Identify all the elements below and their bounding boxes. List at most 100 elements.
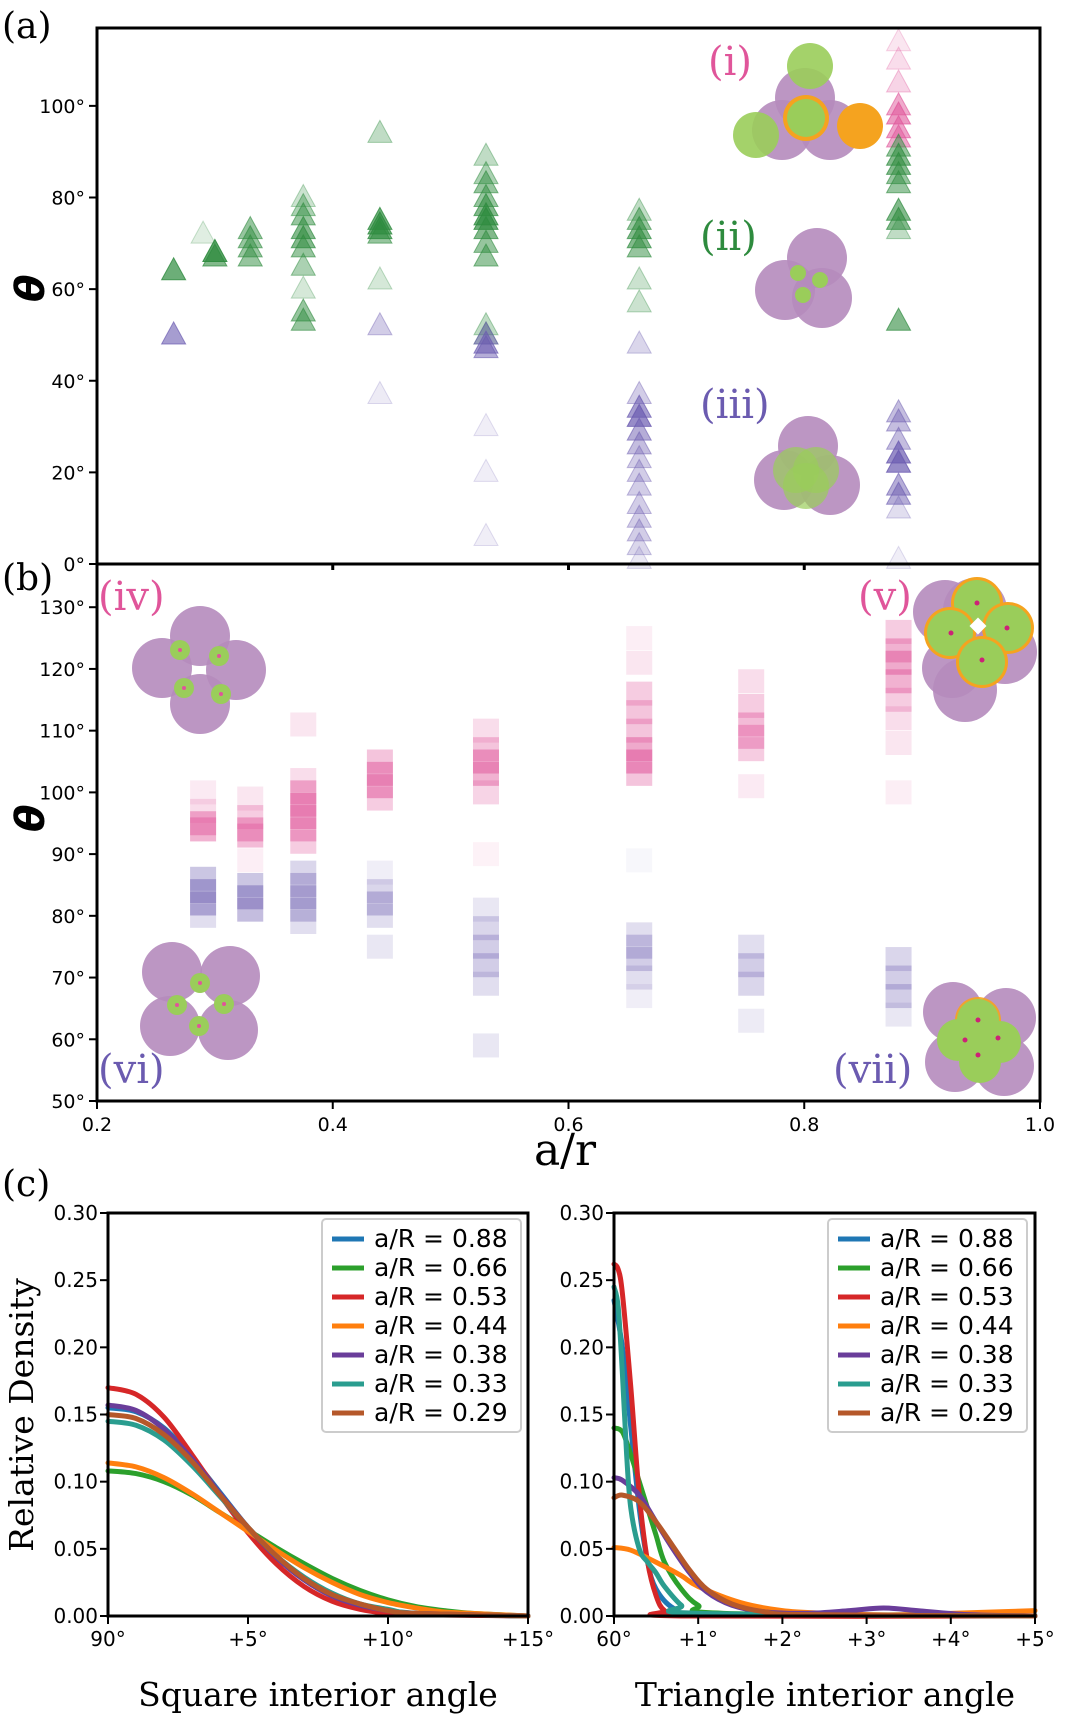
b-pink-marker-25 [472, 842, 499, 867]
panel-c-right-legend: a/R = 0.88a/R = 0.66a/R = 0.53a/R = 0.44… [827, 1218, 1028, 1433]
b-pink-marker-6 [237, 817, 264, 842]
b-purple-marker-4 [237, 872, 264, 897]
legend-entry: a/R = 0.29 [374, 1398, 508, 1427]
b-purple-marker-32 [738, 1008, 765, 1033]
b-pink-marker-18 [366, 774, 393, 799]
a-purple-marker-7 [473, 458, 499, 482]
inset-i-drawing [733, 43, 883, 160]
b-pink-marker-42 [885, 650, 912, 675]
a-green-marker-22 [367, 220, 393, 244]
legend-entry: a/R = 0.88 [374, 1224, 508, 1253]
legend-entry: a/R = 0.66 [374, 1253, 508, 1282]
y-tick-label: 0.05 [559, 1537, 604, 1561]
inset-i: (i) [708, 39, 883, 160]
y-tick-label: 0.10 [53, 1470, 98, 1494]
a-purple-marker-18 [626, 490, 653, 514]
b-purple-marker-28 [626, 984, 653, 1009]
a-pink-marker-1 [885, 46, 912, 70]
a-green-marker-14 [290, 252, 317, 276]
legend-entry: a/R = 0.38 [880, 1340, 1014, 1369]
b-pink-marker-10 [290, 768, 317, 793]
b-pink-marker-20 [472, 718, 499, 743]
a-green-marker-15 [290, 275, 317, 299]
b-purple-marker-11 [290, 910, 317, 934]
b-pink-marker-19 [366, 786, 393, 811]
a-purple-marker-15 [626, 444, 653, 469]
b-purple-marker-19 [472, 934, 499, 959]
panel-c-left-frame [106, 1211, 530, 1618]
panel-c-right-frame [612, 1211, 1037, 1618]
x-tick-label: 60° [596, 1627, 631, 1651]
b-purple-marker-22 [472, 1033, 499, 1058]
x-tick-label: 90° [90, 1627, 125, 1651]
b-pink-marker-22 [472, 749, 499, 774]
x-tick-label: +1° [678, 1627, 717, 1651]
b-pink-marker-7 [237, 823, 264, 848]
a-purple-marker-20 [626, 517, 653, 542]
y-tick-label: 0.15 [559, 1403, 604, 1427]
b-pink-marker-43 [885, 669, 912, 694]
panel-c-right: 0.000.050.100.150.200.250.30 60°+1°+2°+3… [559, 1201, 1054, 1714]
panel-c-right-x-ticks: 60°+1°+2°+3°+4°+5° [596, 1616, 1055, 1651]
b-pink-marker-37 [738, 724, 765, 749]
b-pink-marker-47 [885, 780, 912, 805]
b-purple-marker-20 [472, 953, 499, 978]
panel-a-y-label: θ [8, 275, 54, 302]
b-pink-marker-3 [190, 817, 217, 842]
a-green-marker-13 [290, 233, 317, 258]
b-pink-marker-45 [885, 706, 912, 731]
panel-c-left: 0.000.050.100.150.200.250.30 90°+5°+10°+… [2, 1201, 554, 1714]
inset-vi-drawing [140, 942, 260, 1060]
b-purple-marker-21 [472, 971, 499, 996]
y-tick-label: 0.15 [53, 1403, 98, 1427]
a-purple-marker-21 [626, 531, 653, 556]
panel-a-markers [160, 27, 912, 569]
b-purple-marker-8 [290, 872, 317, 897]
a-pink-marker-0 [885, 27, 912, 52]
b-pink-marker-1 [190, 798, 217, 823]
b-purple-marker-15 [366, 903, 393, 928]
series-line-0.29 [105, 1412, 531, 1619]
y-tick-label: 70° [51, 968, 85, 990]
inset-iv: (iv) [98, 574, 266, 734]
a-purple-marker-5 [473, 334, 499, 359]
b-pink-marker-46 [885, 731, 912, 755]
b-purple-marker-25 [626, 934, 653, 959]
a-green-marker-24 [473, 142, 499, 166]
inset-ii: (ii) [700, 214, 852, 328]
inset-ii-drawing [755, 228, 852, 328]
b-pink-marker-34 [738, 669, 765, 694]
y-tick-label: 100° [39, 96, 85, 118]
inset-iii-label: (iii) [700, 382, 770, 428]
inset-iv-drawing [132, 606, 266, 734]
a-purple-marker-1 [367, 311, 393, 336]
panel-c-left-y-ticks: 0.000.050.100.150.200.250.30 [53, 1201, 108, 1628]
b-pink-marker-44 [885, 687, 912, 712]
a-green-marker-17 [290, 307, 317, 331]
a-purple-marker-9 [626, 330, 653, 354]
panel-b-x-label: a/r [534, 1125, 597, 1176]
b-pink-marker-29 [626, 700, 653, 725]
inset-iv-label: (iv) [98, 574, 165, 620]
legend-entry: a/R = 0.38 [374, 1340, 508, 1369]
a-purple-marker-16 [626, 458, 653, 482]
series-line-0.66 [611, 1425, 1038, 1619]
panel-b-frame [95, 562, 1042, 1103]
x-tick-label: 0.6 [553, 1114, 583, 1136]
inset-i-label: (i) [708, 39, 752, 85]
y-tick-label: 60° [51, 1029, 85, 1051]
b-purple-marker-9 [290, 885, 317, 910]
b-pink-marker-2 [190, 811, 217, 836]
b-pink-marker-27 [626, 650, 653, 675]
a-green-marker-42 [626, 288, 653, 313]
legend-entry: a/R = 0.44 [374, 1311, 508, 1340]
a-purple-marker-2 [367, 380, 393, 404]
y-tick-label: 0.10 [559, 1470, 604, 1494]
panel-c-right-curves [611, 1261, 1038, 1619]
inset-vi: (vi) [98, 942, 260, 1093]
b-pink-marker-26 [626, 626, 653, 651]
panel-label-b: (b) [2, 558, 53, 599]
